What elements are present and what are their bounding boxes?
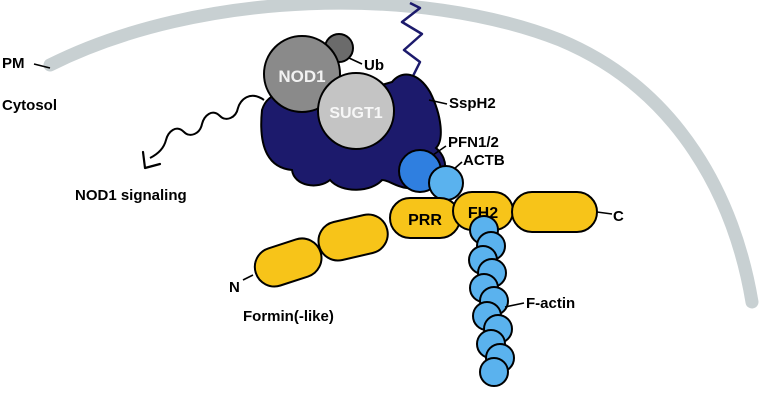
arrowhead-icon: [141, 150, 162, 170]
ssph2-label: SspH2: [449, 95, 496, 112]
f-actin-label: F-actin: [526, 295, 575, 312]
cytosol-label: Cytosol: [2, 97, 57, 114]
sugt1-label: SUGT1: [329, 105, 382, 122]
ub-label: Ub: [364, 57, 384, 74]
formin-label: Formin(-like): [243, 308, 334, 325]
pfn-leader: [432, 145, 447, 156]
formin-c-domain: [511, 191, 598, 233]
actb-leader: [453, 161, 463, 170]
ssph2-leader: [428, 99, 448, 105]
ssph2-membrane-anchor: [400, 1, 424, 83]
nod1-label: NOD1: [278, 67, 325, 86]
formin-domain: [253, 237, 323, 288]
pfn-label: PFN1/2: [448, 134, 499, 151]
plasma-membrane: [43, 0, 759, 309]
actb-label: ACTB: [463, 152, 505, 169]
sugt1-protein: [317, 72, 395, 150]
formin-domain: [317, 213, 389, 262]
pm-label: PM: [2, 55, 25, 72]
c-terminus-leader: [596, 211, 613, 215]
f-actin-filament: [468, 215, 515, 387]
ub-leader: [348, 57, 363, 65]
n-terminus-leader: [242, 274, 254, 281]
c-terminus-label: C: [613, 208, 624, 225]
n-terminus-label: N: [229, 279, 240, 296]
prr-label: PRR: [408, 212, 442, 229]
actb-protein: [428, 165, 464, 201]
nod1-signaling-arrow: [149, 94, 265, 159]
actin-monomer: [479, 357, 509, 387]
nod1-protein: [263, 35, 341, 113]
formin-protein: [253, 191, 598, 288]
pm-leader: [33, 63, 51, 69]
nod1-signaling-label: NOD1 signaling: [75, 187, 187, 204]
f-actin-leader: [504, 302, 525, 308]
